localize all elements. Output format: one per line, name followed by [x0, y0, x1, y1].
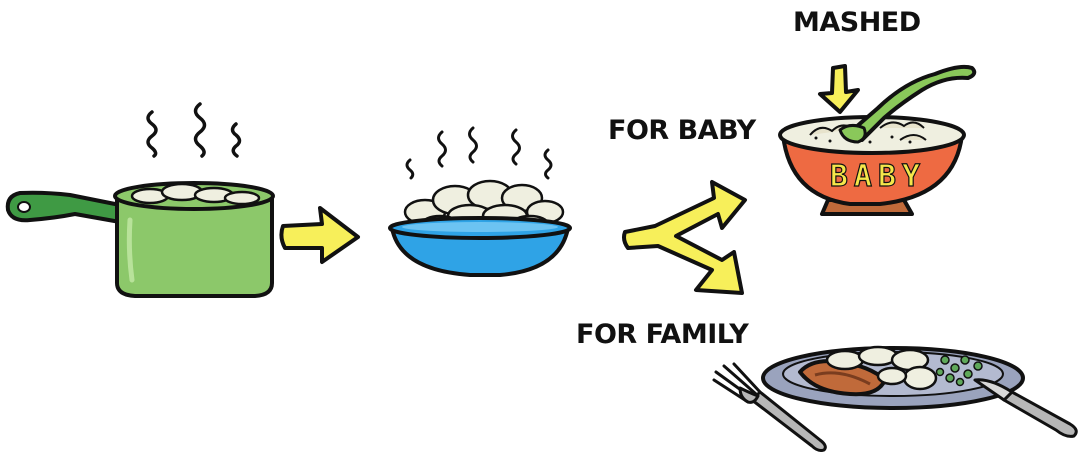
split-arrow-icon: [624, 182, 745, 293]
pot-icon: [8, 183, 273, 296]
knife-icon: [975, 380, 1076, 437]
arrow-right-icon: [281, 208, 358, 262]
mashed-arrow-icon: [820, 66, 858, 112]
mashed-label: MASHED: [793, 9, 921, 36]
serving-dish-icon: [390, 181, 570, 275]
pot-steam-icon: [148, 104, 240, 156]
dinner-plate-icon: [763, 347, 1023, 408]
dish-steam-icon: [407, 128, 551, 178]
for-family-label: FOR FAMILY: [576, 321, 748, 348]
bowl-label: BABY: [830, 159, 926, 194]
for-baby-label: FOR BABY: [608, 117, 756, 144]
